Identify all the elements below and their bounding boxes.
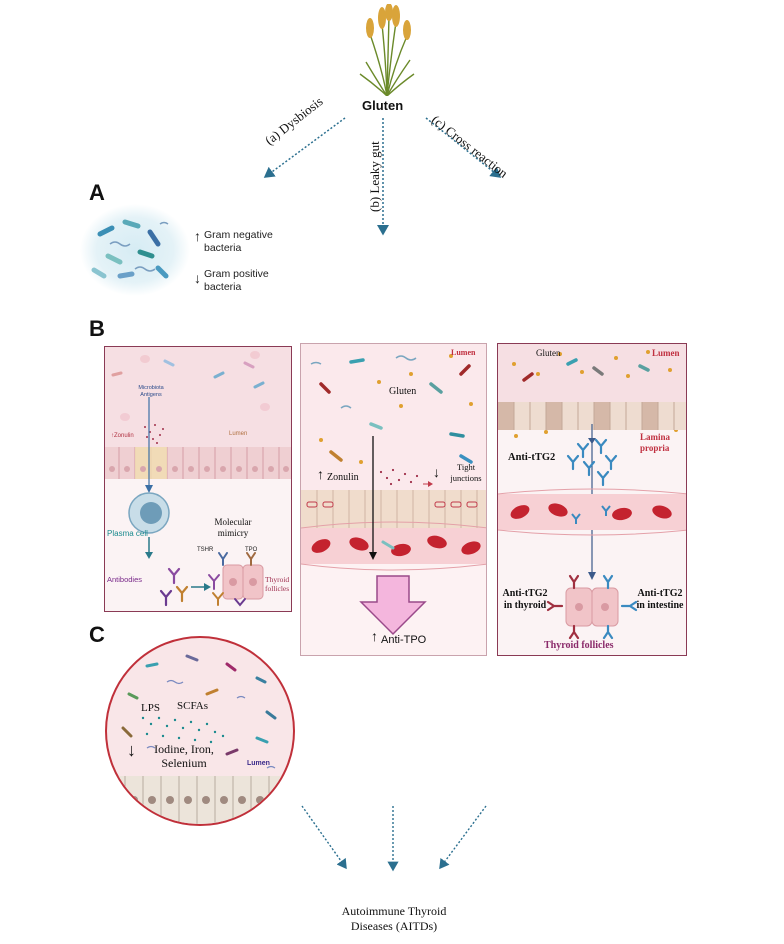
gram-negative-label: Gram negative bacteria bbox=[204, 229, 273, 254]
c-lumen-label: Lumen bbox=[247, 760, 270, 767]
panel-b-left: Microbiota Antigens ↑Zonulin Lumen Plasm… bbox=[104, 346, 292, 612]
anti-ttg2-thyroid-label: Anti-tTG2 in thyroid bbox=[502, 588, 548, 611]
lamina-propria-label: Lamina propria bbox=[640, 432, 671, 453]
tight-junctions-down-arrow-icon: ↓ bbox=[433, 466, 440, 481]
anti-ttg2-intestine-label: Anti-tTG2 in intestine bbox=[636, 588, 684, 611]
thyroid-follicle-icon bbox=[222, 564, 264, 600]
zonulin-label: ↑Zonulin bbox=[111, 433, 134, 439]
left-lumen-label: Lumen bbox=[229, 431, 248, 437]
left-thyroid-follicles-label: Thyroid follicles bbox=[265, 575, 290, 593]
nutrients-label: Iodine, Iron, Selenium bbox=[154, 742, 214, 770]
top-arrows bbox=[263, 117, 502, 236]
epithelium-cells bbox=[105, 447, 291, 479]
scfas-label: SCFAs bbox=[177, 700, 208, 712]
arrow-from-right bbox=[439, 805, 487, 870]
antibody-icons bbox=[159, 567, 189, 607]
gram-positive-arrow-icon: ↓ bbox=[194, 270, 201, 286]
arrow-from-left bbox=[301, 805, 347, 870]
right-lumen-label: Lumen bbox=[652, 348, 680, 358]
microbiota-antigens-label: Microbiota Antigens bbox=[138, 385, 164, 398]
bottom-arrows bbox=[301, 805, 487, 872]
panel-b-letter: B bbox=[89, 316, 105, 341]
gram-negative-arrow-icon: ↑ bbox=[194, 228, 201, 244]
gluten-source-label: Gluten bbox=[362, 98, 404, 113]
panel-a-letter: A bbox=[89, 180, 105, 205]
anti-ttg2-label: Anti-tTG2 bbox=[508, 452, 556, 463]
right-gluten-label: Gluten bbox=[536, 348, 561, 358]
molecular-mimicry-label: Molecular mimicry bbox=[214, 517, 252, 538]
plasma-cell-icon bbox=[128, 492, 170, 534]
big-down-arrow-icon bbox=[359, 575, 427, 636]
lps-label: LPS bbox=[141, 702, 160, 714]
nutrients-down-arrow-icon: ↓ bbox=[127, 740, 136, 760]
middle-lumen-label: Lumen bbox=[451, 348, 476, 357]
anti-ttg2-antibody-icons bbox=[566, 438, 618, 487]
bacteria-cluster bbox=[80, 204, 190, 296]
middle-gluten-label: Gluten bbox=[389, 386, 417, 397]
right-thyroid-follicle-icon bbox=[565, 587, 619, 627]
zonulin-up-arrow-icon: ↑ bbox=[317, 468, 324, 483]
wheat-icon bbox=[352, 4, 422, 96]
antibodies-label: Antibodies bbox=[107, 575, 143, 584]
panel-c-letter: C bbox=[89, 622, 105, 647]
gram-positive-label: Gram positive bacteria bbox=[204, 268, 269, 293]
plasma-cell-label: Plasma cell bbox=[107, 529, 148, 538]
panel-c-circle: LPS SCFAs ↓ Iodine, Iron, Selenium Lumen bbox=[105, 636, 295, 826]
anti-tpo-label: Anti-TPO bbox=[381, 634, 427, 646]
arrow-dysbiosis bbox=[263, 117, 346, 178]
panel-b-middle: Lumen Gluten ↑ Zonulin ↓ Tight junctions… bbox=[300, 343, 487, 656]
middle-zonulin-label: Zonulin bbox=[327, 472, 359, 483]
tshr-label: TSHR bbox=[197, 547, 214, 553]
anti-tpo-up-arrow-icon: ↑ bbox=[371, 630, 378, 645]
tpo-label: TPO bbox=[245, 547, 258, 553]
panel-b-right: Gluten Lumen Lamina propria Anti-tTG2 An… bbox=[497, 343, 687, 656]
outcome-label: Autoimmune Thyroid Diseases (AITDs) bbox=[341, 904, 447, 933]
tight-junctions-label: Tight junctions bbox=[450, 462, 482, 483]
label-leaky-gut: (b) Leaky gut bbox=[367, 141, 382, 212]
right-thyroid-follicles-label: Thyroid follicles bbox=[544, 640, 614, 651]
